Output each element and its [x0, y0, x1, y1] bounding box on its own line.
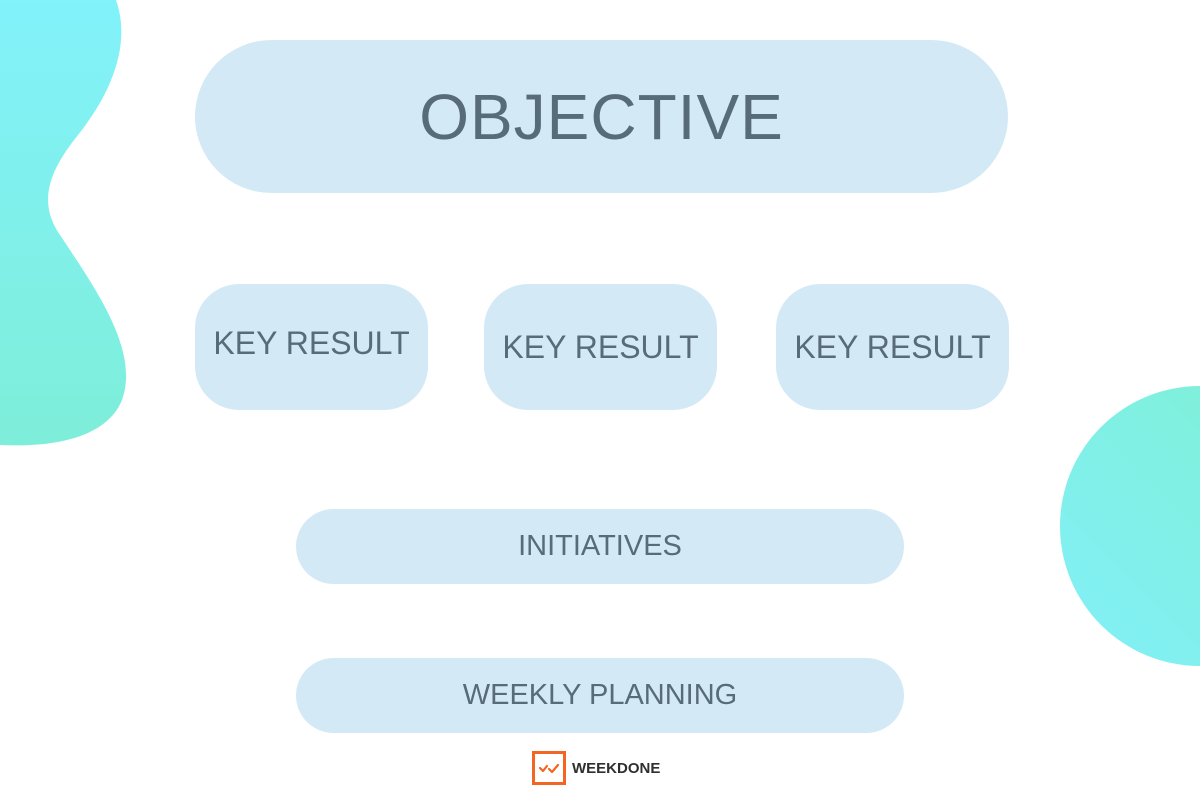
key-result-label-2: KEY RESULT: [502, 328, 699, 365]
key-result-box-2: KEY RESULT: [484, 284, 717, 410]
initiatives-label: INITIATIVES: [518, 530, 682, 562]
key-result-box-1: KEY RESULT: [195, 284, 428, 410]
initiatives-box: INITIATIVES: [296, 509, 904, 584]
weekdone-logo-text: WEEKDONE: [572, 759, 661, 777]
right-circle-shape: [1060, 386, 1200, 666]
key-result-label-3: KEY RESULT: [794, 328, 991, 365]
objective-box: OBJECTIVE: [195, 40, 1008, 193]
left-blob-shape: [0, 0, 127, 446]
weekly-planning-box: WEEKLY PLANNING: [296, 658, 904, 733]
key-result-box-3: KEY RESULT: [776, 284, 1009, 410]
objective-label: OBJECTIVE: [419, 80, 784, 153]
weekdone-logo: WEEKDONE: [532, 751, 660, 785]
weekdone-logo-icon: [532, 751, 566, 785]
weekly-planning-label: WEEKLY PLANNING: [462, 679, 738, 711]
key-result-label-1: KEY RESULT: [213, 324, 410, 361]
